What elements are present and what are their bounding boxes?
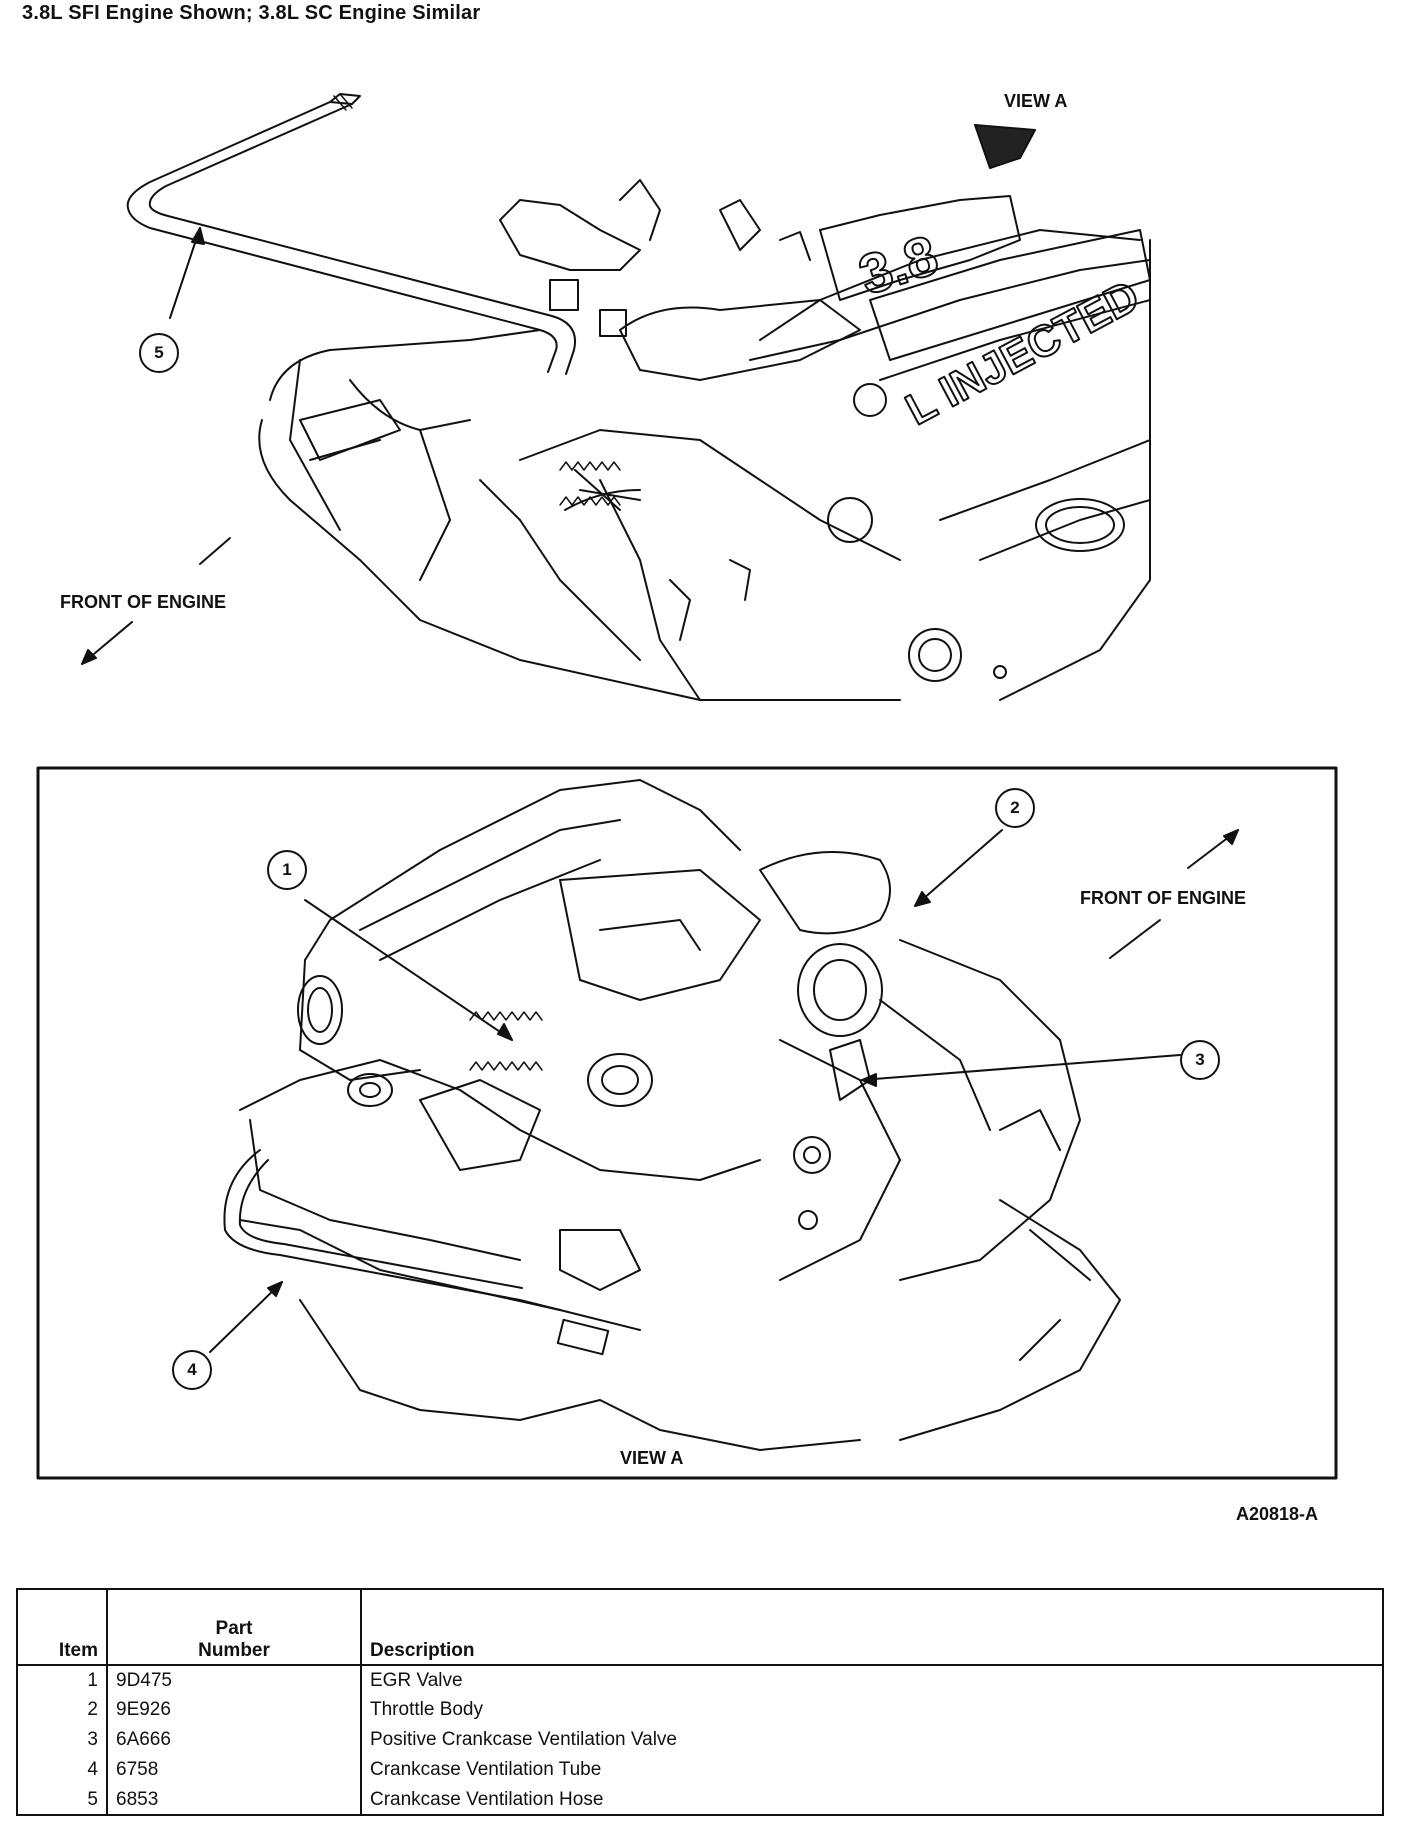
- cell-part-number: 6758: [106, 1755, 362, 1785]
- callout-1-leader: [304, 899, 513, 1041]
- cell-part-number: 6A666: [106, 1725, 362, 1755]
- view-a-frame: [36, 766, 1338, 1480]
- cell-description: Crankcase Ventilation Tube: [360, 1755, 1384, 1785]
- callout-4: 4: [172, 1350, 212, 1390]
- callout-4-leader: [209, 1281, 283, 1353]
- cell-description: Crankcase Ventilation Hose: [360, 1785, 1384, 1816]
- egr-springs: [469, 1011, 543, 1071]
- table-row: 1 9D475 EGR Valve: [16, 1665, 1384, 1695]
- header-part-number-line2: Number: [198, 1640, 270, 1661]
- view-a-arrow-icon: [974, 124, 1036, 169]
- front-arrowhead-lower: [1223, 829, 1239, 845]
- page-heading: 3.8L SFI Engine Shown; 3.8L SC Engine Si…: [22, 2, 481, 24]
- callout-2: 2: [995, 788, 1035, 828]
- intake-manifold: [619, 195, 1151, 682]
- table-row: 2 9E926 Throttle Body: [16, 1695, 1384, 1725]
- cell-item: 1: [16, 1665, 108, 1695]
- cell-part-number: 6853: [106, 1785, 362, 1816]
- header-part-number-line1: Part: [215, 1618, 253, 1639]
- lower-engine-outline: [239, 779, 1121, 1451]
- pcv-valve-3: [829, 1039, 871, 1101]
- cell-item: 2: [16, 1695, 108, 1725]
- cell-item: 5: [16, 1785, 108, 1816]
- ventilation-hose-5: [126, 93, 576, 375]
- view-a-label-upper: VIEW A: [1004, 91, 1068, 111]
- callout-2-leader: [914, 829, 1003, 907]
- front-arrow-upper: [199, 537, 231, 565]
- table-row: 3 6A666 Positive Crankcase Ventilation V…: [16, 1725, 1384, 1755]
- figure-id: A20818-A: [1236, 1504, 1319, 1524]
- parts-table: Item Part Number Description 1 9D475 EGR…: [16, 1588, 1384, 1816]
- front-arrowhead-upper: [81, 649, 97, 665]
- header-part-number: Part Number: [106, 1588, 362, 1666]
- cell-item: 3: [16, 1725, 108, 1755]
- cell-item: 4: [16, 1755, 108, 1785]
- header-item: Item: [16, 1588, 108, 1666]
- header-description: Description: [360, 1588, 1384, 1666]
- engine-block-outline: [258, 229, 1151, 701]
- front-of-engine-label-lower: FRONT OF ENGINE: [1080, 888, 1246, 908]
- callout-1: 1: [267, 850, 307, 890]
- table-row: 4 6758 Crankcase Ventilation Tube: [16, 1755, 1384, 1785]
- upper-engine-illustration: 3.8 L INJECTED: [81, 93, 1151, 701]
- callout-5: 5: [139, 333, 179, 373]
- cell-part-number: 9D475: [106, 1665, 362, 1695]
- throttle-linkage: [299, 179, 811, 641]
- parts-table-header: Item Part Number Description: [16, 1588, 1384, 1666]
- spring-detail: [559, 461, 621, 506]
- cell-description: Throttle Body: [360, 1695, 1384, 1725]
- cell-part-number: 9E926: [106, 1695, 362, 1725]
- callout-3: 3: [1180, 1040, 1220, 1080]
- table-row: 5 6853 Crankcase Ventilation Hose: [16, 1785, 1384, 1816]
- cell-description: Positive Crankcase Ventilation Valve: [360, 1725, 1384, 1755]
- view-a-label-lower: VIEW A: [620, 1448, 684, 1468]
- front-of-engine-label-upper: FRONT OF ENGINE: [60, 592, 226, 612]
- cell-description: EGR Valve: [360, 1665, 1384, 1695]
- ventilation-tube-4: [223, 1149, 561, 1311]
- lower-engine-illustration: [36, 766, 1338, 1480]
- callout-3-leader: [861, 1054, 1181, 1081]
